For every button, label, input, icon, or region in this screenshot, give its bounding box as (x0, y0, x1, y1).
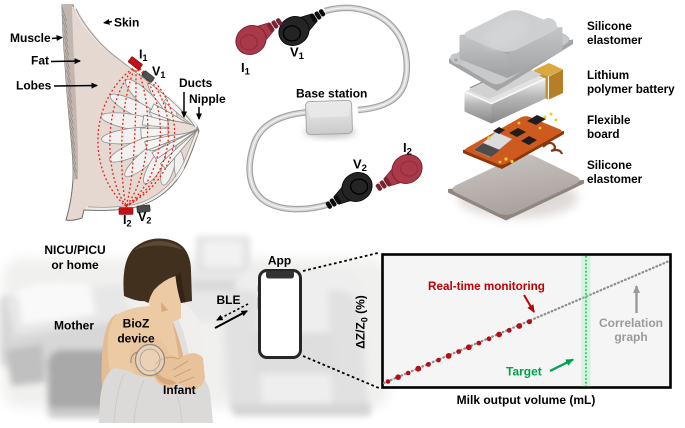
svg-text:Fat: Fat (31, 54, 49, 68)
svg-text:Skin: Skin (114, 16, 139, 30)
svg-text:device: device (117, 332, 155, 346)
svg-text:Muscle: Muscle (10, 31, 51, 45)
svg-text:Infant: Infant (163, 383, 196, 397)
svg-text:V1: V1 (152, 65, 165, 81)
svg-text:App: App (268, 254, 291, 268)
svg-text:Lobes: Lobes (16, 79, 52, 93)
svg-text:Lithium: Lithium (587, 69, 629, 82)
svg-text:or home: or home (51, 258, 99, 272)
svg-text:polymer battery: polymer battery (587, 83, 675, 96)
svg-text:Real-time monitoring: Real-time monitoring (428, 280, 545, 293)
svg-text:graph: graph (614, 330, 647, 344)
svg-text:I1: I1 (139, 48, 148, 64)
svg-text:Base station: Base station (296, 87, 367, 101)
svg-text:Target: Target (506, 365, 542, 379)
svg-text:V2: V2 (138, 210, 151, 226)
svg-text:Mother: Mother (54, 319, 94, 333)
svg-text:elastomer: elastomer (587, 34, 643, 47)
svg-text:V1: V1 (290, 45, 305, 63)
svg-text:elastomer: elastomer (587, 173, 643, 186)
svg-text:I2: I2 (123, 213, 132, 229)
svg-text:BioZ: BioZ (123, 317, 150, 331)
svg-text:Nipple: Nipple (189, 92, 226, 106)
svg-text:Milk output volume (mL): Milk output volume (mL) (457, 393, 596, 407)
svg-text:I2: I2 (403, 140, 412, 158)
svg-text:I1: I1 (241, 60, 251, 78)
svg-text:Flexible: Flexible (587, 114, 631, 127)
svg-text:Ducts: Ducts (179, 76, 213, 90)
svg-text:V2: V2 (353, 157, 367, 175)
svg-text:board: board (587, 128, 619, 141)
svg-text:Correlation: Correlation (599, 316, 663, 330)
svg-text:BLE: BLE (217, 293, 241, 307)
svg-text:Silicone: Silicone (587, 20, 632, 33)
svg-text:Silicone: Silicone (587, 159, 632, 172)
svg-text:ΔZ/Z0 (%): ΔZ/Z0 (%) (354, 295, 370, 349)
svg-text:NICU/PICU: NICU/PICU (44, 243, 105, 257)
